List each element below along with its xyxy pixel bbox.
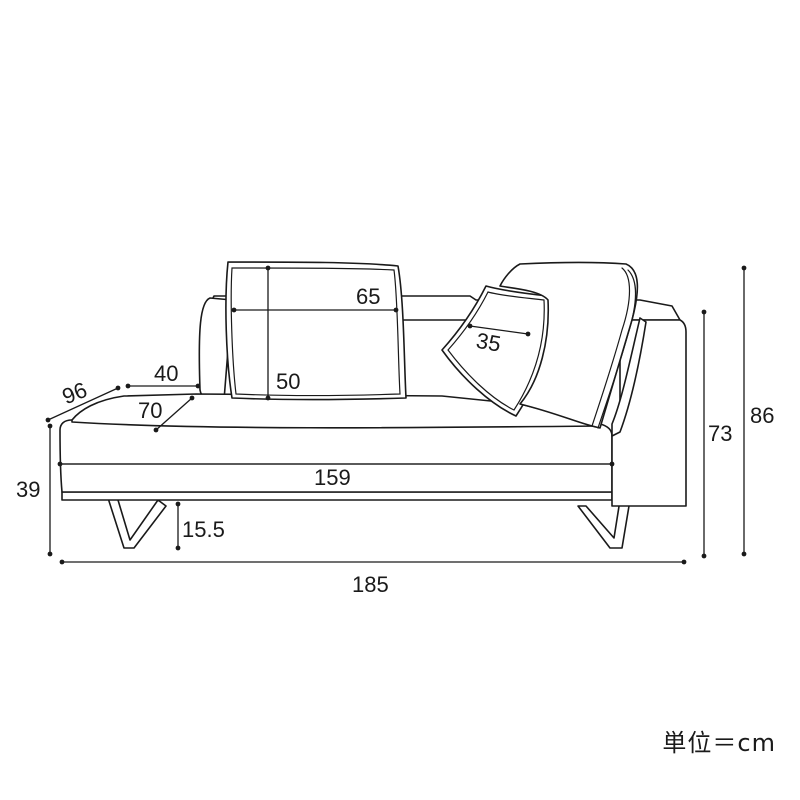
label-seat-width: 159 bbox=[314, 465, 351, 490]
dim-dot bbox=[195, 383, 201, 389]
dim-dot bbox=[265, 395, 271, 401]
dim-dot bbox=[701, 553, 707, 559]
label-leg-height: 15.5 bbox=[182, 517, 225, 542]
label-back-height: 73 bbox=[708, 421, 732, 446]
cushion-large bbox=[225, 261, 407, 401]
label-seat-height: 39 bbox=[16, 477, 40, 502]
dim-dot bbox=[115, 385, 121, 391]
cushion-angled-piping-2 bbox=[597, 269, 637, 429]
dim-dot bbox=[701, 309, 707, 315]
dim-dot bbox=[609, 461, 615, 467]
label-depth-total: 96 bbox=[59, 377, 91, 409]
label-total-height: 86 bbox=[750, 403, 774, 428]
label-small-cushion: 35 bbox=[474, 328, 502, 357]
label-cushion-width: 65 bbox=[356, 284, 380, 309]
dim-dot bbox=[153, 427, 159, 433]
dim-dot bbox=[57, 461, 63, 467]
cushion-angled bbox=[499, 261, 639, 429]
right-arm-inner bbox=[611, 317, 647, 437]
cushion-large-piping bbox=[230, 267, 401, 397]
dimension-labels: 96 40 70 39 65 50 35 159 15.5 185 73 86 bbox=[16, 284, 774, 597]
unit-note: 単位＝cm bbox=[662, 729, 776, 757]
label-total-width: 185 bbox=[352, 572, 389, 597]
dim-dot bbox=[47, 423, 53, 429]
dim-dot bbox=[741, 551, 747, 557]
dimension-lines bbox=[45, 265, 747, 565]
sofa-drawing bbox=[59, 261, 687, 549]
label-cushion-height: 50 bbox=[276, 369, 300, 394]
left-leg bbox=[107, 497, 167, 549]
dim-dot bbox=[681, 559, 687, 565]
label-seat-depth: 70 bbox=[138, 398, 162, 423]
cushion-small-piping bbox=[447, 291, 545, 411]
dim-dot bbox=[45, 417, 51, 423]
dim-depth-total-line bbox=[47, 387, 119, 421]
right-leg bbox=[577, 499, 631, 549]
dim-dot bbox=[231, 307, 237, 313]
dim-small-cushion-line bbox=[469, 325, 529, 335]
base-plinth bbox=[61, 491, 613, 501]
dim-dot bbox=[125, 383, 131, 389]
dim-dot bbox=[59, 559, 65, 565]
dim-seat-depth-line bbox=[155, 397, 193, 431]
dim-dot bbox=[175, 545, 181, 551]
dim-dot bbox=[741, 265, 747, 271]
dim-dot bbox=[265, 265, 271, 271]
dim-dot bbox=[467, 323, 473, 329]
label-arm-width: 40 bbox=[154, 361, 178, 386]
dim-dot bbox=[47, 551, 53, 557]
dim-dot bbox=[525, 331, 531, 337]
cushion-angled-piping bbox=[591, 267, 631, 427]
dim-dot bbox=[175, 501, 181, 507]
dim-dot bbox=[393, 307, 399, 313]
dim-dot bbox=[189, 395, 195, 401]
